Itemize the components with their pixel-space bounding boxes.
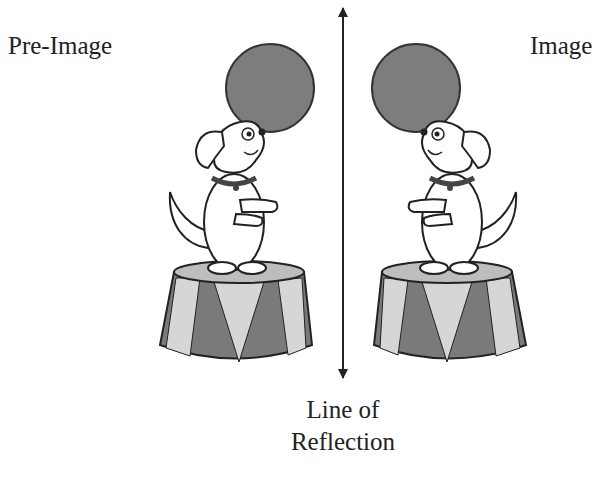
image-label: Image [530, 30, 592, 62]
line-label: Line of Reflection [278, 394, 408, 458]
pre-image-figure [160, 44, 314, 362]
pre-image-label: Pre-Image [8, 30, 112, 62]
reflection-line [342, 8, 344, 378]
image-figure [372, 44, 526, 362]
